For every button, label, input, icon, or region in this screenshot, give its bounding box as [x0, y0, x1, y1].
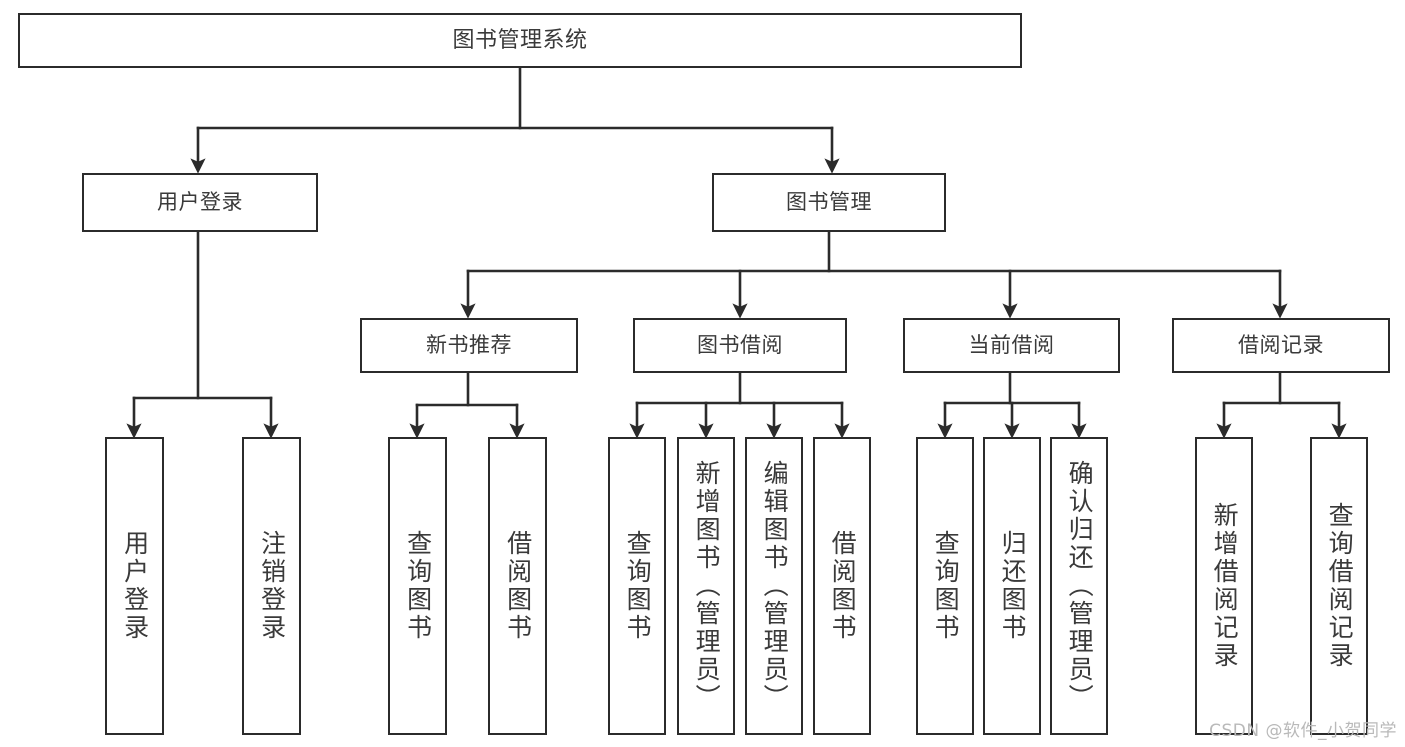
node-label: 注销登录 [257, 530, 287, 642]
node-leaf-borrow-record-1[interactable]: 查询借阅记录 [1310, 437, 1368, 735]
node-root-system[interactable]: 图书管理系统 [18, 13, 1022, 68]
node-label: 查询图书 [623, 530, 653, 642]
node-leaf-book-borrow-2[interactable]: 编辑图书（管理员） [745, 437, 803, 735]
node-borrow-record[interactable]: 借阅记录 [1172, 318, 1390, 373]
node-label: 查询图书 [931, 530, 961, 642]
node-label: 借阅图书 [828, 530, 858, 642]
node-label: 当前借阅 [968, 333, 1055, 358]
node-label: 归还图书 [998, 530, 1028, 642]
node-leaf-current-borrow-1[interactable]: 归还图书 [983, 437, 1041, 735]
node-label: 编辑图书（管理员） [760, 460, 790, 712]
node-label: 图书管理 [786, 190, 872, 215]
node-label: 新书推荐 [426, 333, 512, 358]
node-leaf-user-login-0[interactable]: 用户登录 [105, 437, 164, 735]
node-user-login[interactable]: 用户登录 [82, 173, 318, 232]
node-book-borrow[interactable]: 图书借阅 [633, 318, 847, 373]
node-leaf-book-borrow-0[interactable]: 查询图书 [608, 437, 666, 735]
node-current-borrow[interactable]: 当前借阅 [903, 318, 1120, 373]
node-label: 借阅图书 [503, 530, 533, 642]
node-label: 图书管理系统 [452, 27, 588, 53]
node-leaf-new-book-rec-1[interactable]: 借阅图书 [488, 437, 547, 735]
node-leaf-current-borrow-2[interactable]: 确认归还（管理员） [1050, 437, 1108, 735]
node-leaf-borrow-record-0[interactable]: 新增借阅记录 [1195, 437, 1253, 735]
node-leaf-current-borrow-0[interactable]: 查询图书 [916, 437, 974, 735]
node-label: 查询借阅记录 [1325, 502, 1355, 670]
node-book-manage[interactable]: 图书管理 [712, 173, 946, 232]
node-label: 新增借阅记录 [1210, 502, 1240, 670]
node-label: 借阅记录 [1238, 333, 1324, 358]
node-leaf-book-borrow-1[interactable]: 新增图书（管理员） [677, 437, 735, 735]
node-leaf-new-book-rec-0[interactable]: 查询图书 [388, 437, 447, 735]
node-label: 用户登录 [120, 530, 150, 642]
node-leaf-book-borrow-3[interactable]: 借阅图书 [813, 437, 871, 735]
node-leaf-user-login-1[interactable]: 注销登录 [242, 437, 301, 735]
node-label: 确认归还（管理员） [1065, 460, 1095, 712]
node-label: 查询图书 [403, 530, 433, 642]
node-label: 用户登录 [157, 190, 243, 215]
node-new-book-recommend[interactable]: 新书推荐 [360, 318, 578, 373]
node-label: 新增图书（管理员） [692, 460, 722, 712]
node-label: 图书借阅 [697, 333, 783, 358]
